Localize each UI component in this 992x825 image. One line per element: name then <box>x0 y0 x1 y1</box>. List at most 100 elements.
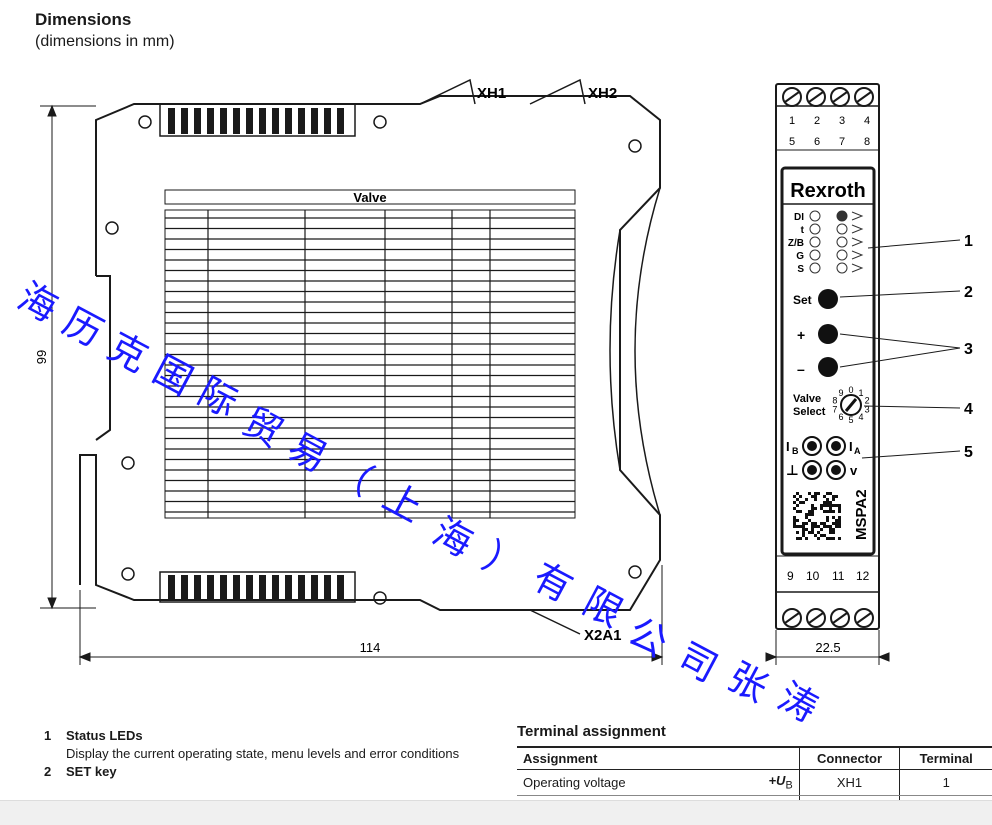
dial-digit: 0 <box>848 385 853 395</box>
page-subtitle: (dimensions in mm) <box>35 33 175 50</box>
top-screw-terminals <box>782 87 874 107</box>
side-view-housing <box>79 95 661 611</box>
front-view-housing <box>775 83 880 630</box>
test-jacks: I B I A ⊥ v <box>786 436 861 480</box>
jack-v-label: v <box>850 463 858 478</box>
width-dimension <box>78 565 664 665</box>
cell-symbol-sub: B <box>785 779 793 792</box>
connector-wedges <box>419 78 586 635</box>
status-led <box>836 210 848 222</box>
terminal-assignment-title: Terminal assignment <box>517 723 666 740</box>
bottom-screw-terminals <box>782 608 874 628</box>
vent-slot <box>324 108 331 134</box>
status-led <box>809 210 821 222</box>
vent-slot <box>168 108 175 134</box>
set-label: Set <box>793 293 812 307</box>
status-led <box>836 236 848 248</box>
xh2-label: XH2 <box>588 85 617 102</box>
status-led <box>836 262 848 274</box>
vent-slot <box>285 575 292 600</box>
xh1-label: XH1 <box>477 85 506 102</box>
led-symbol-icon <box>851 237 864 247</box>
vent-slot <box>298 108 305 134</box>
valve-select-label-2: Select <box>793 406 826 418</box>
vent-slot <box>259 108 266 134</box>
callout-lines <box>839 239 961 459</box>
led-symbol-icon <box>851 211 864 221</box>
minus-key[interactable] <box>818 357 838 377</box>
terminal-number: 9 <box>787 569 794 583</box>
jack-v[interactable] <box>831 465 841 475</box>
jack-gnd-label: ⊥ <box>786 462 799 478</box>
dial-digit: 8 <box>832 395 837 405</box>
col-assignment: Assignment <box>517 746 747 770</box>
valve-header-box <box>164 189 576 205</box>
x2a1-label: X2A1 <box>584 627 622 644</box>
jack-ia-label: I <box>849 439 853 454</box>
led-label: DI <box>794 212 804 223</box>
led-label: G <box>796 251 804 262</box>
dial-digit: 2 <box>865 395 870 405</box>
led-symbol-icon <box>851 250 864 260</box>
col-connector: Connector <box>798 746 900 770</box>
terminal-number: 10 <box>806 569 820 583</box>
terminal-number: 2 <box>814 115 820 127</box>
front-width-dimension <box>765 630 890 665</box>
bottom-bar <box>0 800 992 825</box>
jack-ib-label: I <box>786 439 790 454</box>
dial-digit: 6 <box>838 412 843 422</box>
set-key[interactable] <box>818 289 838 309</box>
vent-slot <box>259 575 266 600</box>
jack-ia[interactable] <box>831 441 841 451</box>
height-dimension <box>40 104 96 610</box>
jack-gnd[interactable] <box>807 465 817 475</box>
col-symbol <box>746 746 800 770</box>
vent-slot <box>311 108 318 134</box>
callout-3: 3 <box>964 341 973 358</box>
terminal-number: 3 <box>839 115 845 127</box>
valve-table <box>164 209 576 519</box>
vent-slot <box>324 575 331 600</box>
vent-slot <box>181 108 188 134</box>
legend-num: 1 <box>44 728 52 743</box>
vent-slot <box>337 108 344 134</box>
width-value: 114 <box>360 640 381 655</box>
model-label: MSPA2 <box>853 489 870 540</box>
legend-item-1: 1 Status LEDs <box>44 727 474 745</box>
dial-digit: 5 <box>848 415 853 425</box>
dial-digit: 1 <box>858 388 863 398</box>
callout-numbers: 1 2 3 4 5 <box>964 233 973 461</box>
plus-key[interactable] <box>818 324 838 344</box>
vent-slot <box>233 575 240 600</box>
terminal-number: 11 <box>832 569 845 583</box>
vent-slot <box>285 108 292 134</box>
vent-slot <box>194 108 201 134</box>
vent-slot <box>220 108 227 134</box>
status-led <box>836 223 848 235</box>
valve-select-label-1: Valve <box>793 393 821 405</box>
terminal-number: 1 <box>789 115 795 127</box>
cell-symbol: +U <box>768 773 786 788</box>
dial-digit: 9 <box>838 388 843 398</box>
vent-slot <box>233 108 240 134</box>
led-label: S <box>797 264 804 275</box>
jack-ib[interactable] <box>807 441 817 451</box>
vent-slot <box>207 575 214 600</box>
mounting-holes <box>105 115 642 605</box>
terminal-number: 8 <box>864 136 870 148</box>
legend-desc: Display the current operating state, men… <box>66 746 460 761</box>
vent-slot <box>298 575 305 600</box>
vent-slot <box>168 575 175 600</box>
terminal-number: 4 <box>864 115 870 127</box>
status-led <box>809 236 821 248</box>
cell-connector: XH1 <box>798 769 900 796</box>
callout-5: 5 <box>964 444 973 461</box>
brand-logo: Rexroth <box>790 180 866 202</box>
status-led <box>809 262 821 274</box>
vent-slot <box>246 108 253 134</box>
qr-code <box>793 492 841 540</box>
vent-slot <box>246 575 253 600</box>
legend-num: 2 <box>44 764 52 779</box>
